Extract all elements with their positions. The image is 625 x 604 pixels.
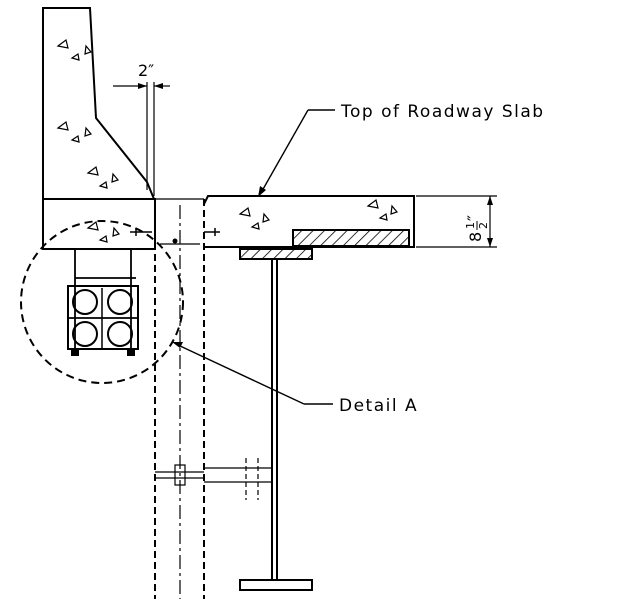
slab-thickness-dimension: 8 1 2 ″ — [416, 195, 497, 248]
steel-girder — [174, 248, 313, 591]
exterior-column — [154, 198, 220, 599]
conduit-bundle — [67, 249, 139, 356]
slab-thickness-inch-mark: ″ — [464, 215, 483, 221]
barrier-deck — [42, 198, 156, 250]
detail-a-leader: Detail A — [172, 342, 418, 416]
offset-dimension-text: 2″ — [138, 61, 154, 80]
slab-thickness-numerator: 1 — [464, 222, 477, 229]
top-of-roadway-slab-label: Top of Roadway Slab — [340, 102, 545, 122]
detail-a-label: Detail A — [339, 396, 418, 416]
offset-dimension: 2″ — [113, 61, 170, 196]
detail-a-circle — [20, 220, 184, 384]
concrete-barrier — [42, 7, 156, 200]
roadway-slab-leader: Top of Roadway Slab — [258, 102, 545, 197]
slab-thickness-whole: 8 — [466, 232, 485, 242]
roadway-slab — [203, 195, 415, 248]
slab-thickness-denominator: 2 — [477, 222, 490, 229]
